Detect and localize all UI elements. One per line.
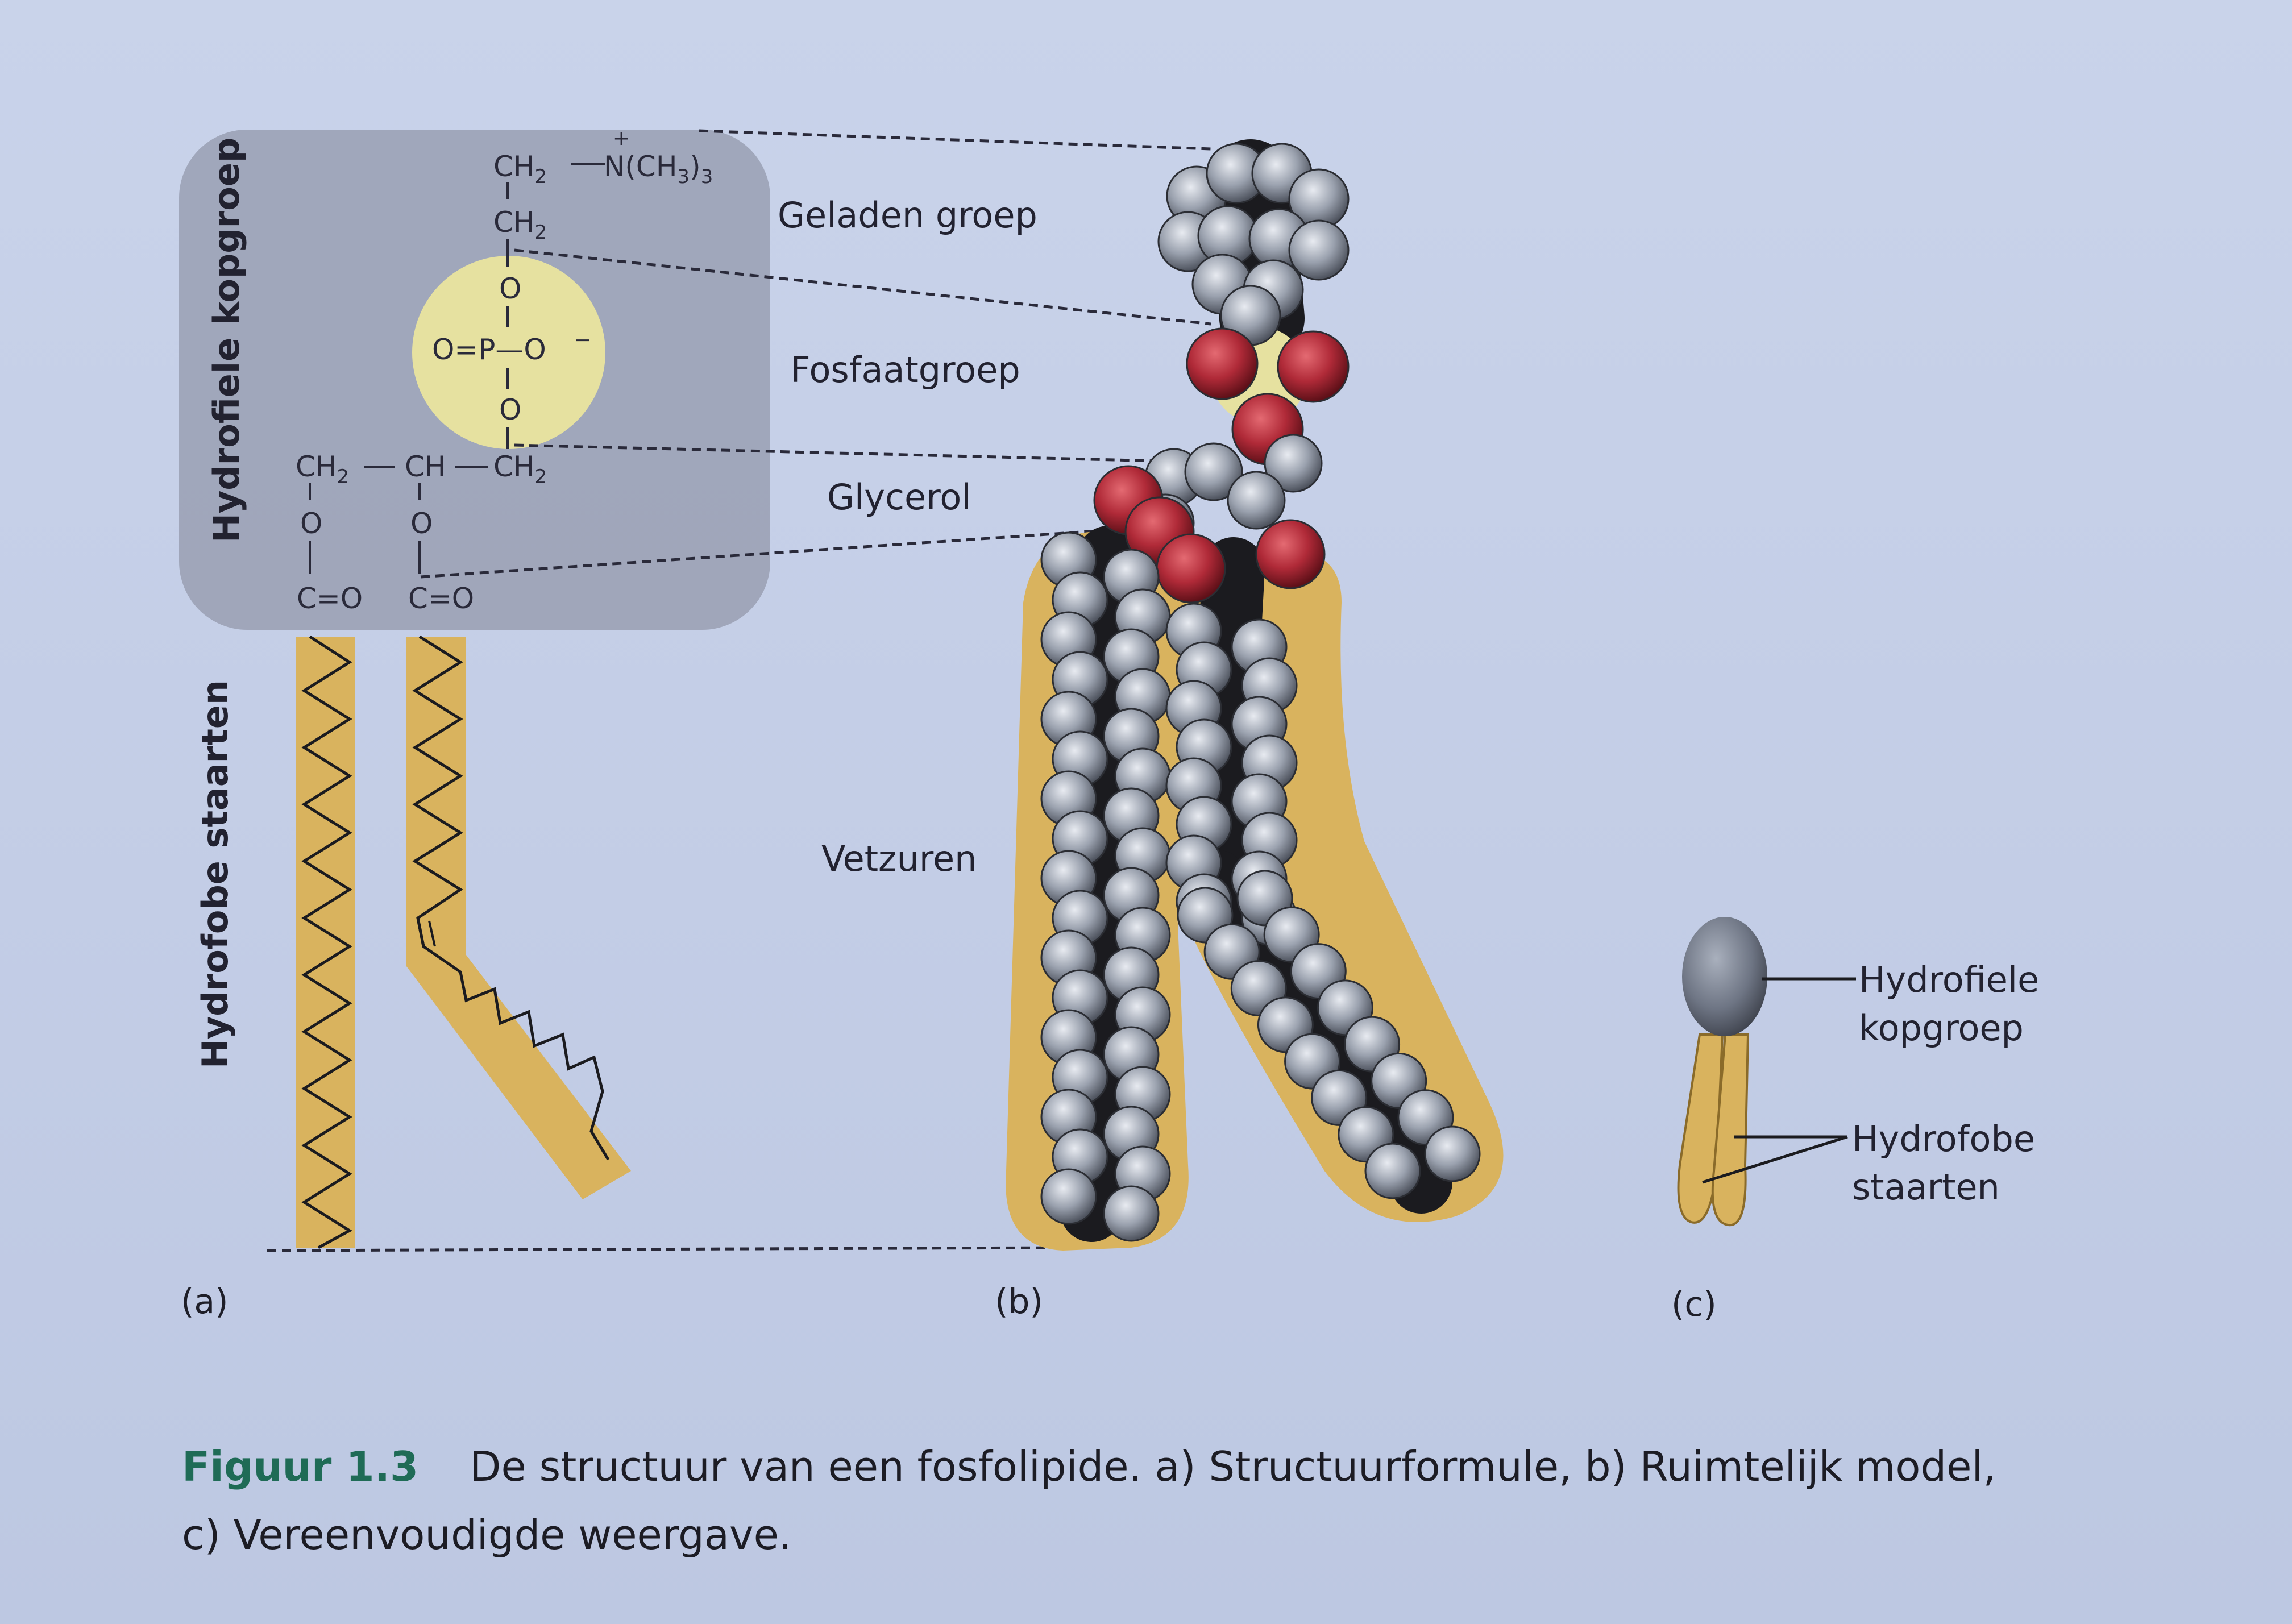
- choline-hydrogen-atom: [1288, 219, 1350, 281]
- saturated-tail-band: [296, 637, 355, 1248]
- simplified-head-label-2: kopgroep: [1859, 1007, 2024, 1049]
- carbonyl-left: C=O: [297, 582, 363, 615]
- figure-number: Figuur 1.3: [182, 1443, 419, 1490]
- panel-a-structural-formula: CH2 N(CH3)3 + CH2 O O=P—O − O CH2 CH CH2…: [179, 127, 770, 1322]
- right-chain-hydrogen-atom: [1424, 1125, 1481, 1182]
- ester-oxygen-top: O: [499, 272, 521, 305]
- phosphate-row: O=P—O: [432, 333, 546, 366]
- label-glycerol: Glycerol: [827, 476, 971, 518]
- unsaturated-tail-band: [406, 637, 631, 1199]
- leader-lines: [267, 129, 1211, 1252]
- right-chain-hydrogen-atom: [1364, 1143, 1421, 1199]
- atom-spheres: [1040, 139, 1481, 1242]
- label-charged-group: Geladen groep: [778, 194, 1037, 236]
- left-chain-hydrogen-atom: [1040, 1168, 1097, 1225]
- simplified-head-label-1: Hydrofiele: [1859, 959, 2039, 1000]
- structural-formula: CH2 N(CH3)3 + CH2 O O=P—O − O CH2 CH CH2…: [296, 127, 713, 615]
- carbonyl-right: C=O: [408, 582, 474, 615]
- minus-charge: −: [574, 329, 591, 352]
- glycerol-hydrogen-atom: [1184, 442, 1243, 501]
- glycerol-hydrogen-atom: [1227, 471, 1286, 530]
- panel-c-simplified-model: Hydrofiele kopgroep Hydrofobe staarten (…: [1671, 917, 2039, 1324]
- caption-text: De structuur van een fosfolipide. a) Str…: [182, 1443, 1996, 1559]
- ester-oxygen-bottom: O: [499, 393, 521, 426]
- trimethylammonium: N(CH3)3: [604, 150, 713, 188]
- phosphate-oxygen-atom: [1277, 330, 1350, 403]
- label-fatty-acids: Vetzuren: [821, 838, 977, 879]
- ester-o-right: O: [410, 507, 433, 540]
- hydrophobic-tails-side-label: Hydrofobe staarten: [194, 680, 236, 1069]
- simplified-tail-label-1: Hydrofobe: [1852, 1118, 2035, 1160]
- hydrophilic-head-side-label: Hydrofiele kopgroep: [206, 138, 247, 543]
- glycerol-hydrogen-atom: [1264, 434, 1323, 493]
- plus-charge: +: [613, 127, 630, 150]
- left-chain-hydrogen-atom: [1103, 1185, 1160, 1242]
- panel-b-letter: (b): [995, 1282, 1043, 1322]
- simplified-head: [1682, 917, 1767, 1036]
- ester-oxygen-atom: [1156, 533, 1226, 604]
- unsaturated-tail-zigzag: [412, 635, 610, 1161]
- panel-a-letter: (a): [181, 1282, 229, 1322]
- phosphate-highlight-circle: [412, 256, 605, 449]
- panel-c-letter: (c): [1671, 1285, 1717, 1324]
- label-phosphate-group: Fosfaatgroep: [790, 349, 1020, 391]
- panel-b-labels: Geladen groep Fosfaatgroep Glycerol Vetz…: [778, 194, 1043, 1322]
- saturated-tail-zigzag: [301, 635, 352, 1249]
- ester-o-left: O: [300, 507, 322, 540]
- phosphate-oxygen-atom: [1186, 327, 1259, 400]
- glycerol-ch: CH: [405, 450, 446, 483]
- simplified-tail-label-2: staarten: [1852, 1166, 2000, 1208]
- ester-oxygen-atom: [1255, 519, 1326, 589]
